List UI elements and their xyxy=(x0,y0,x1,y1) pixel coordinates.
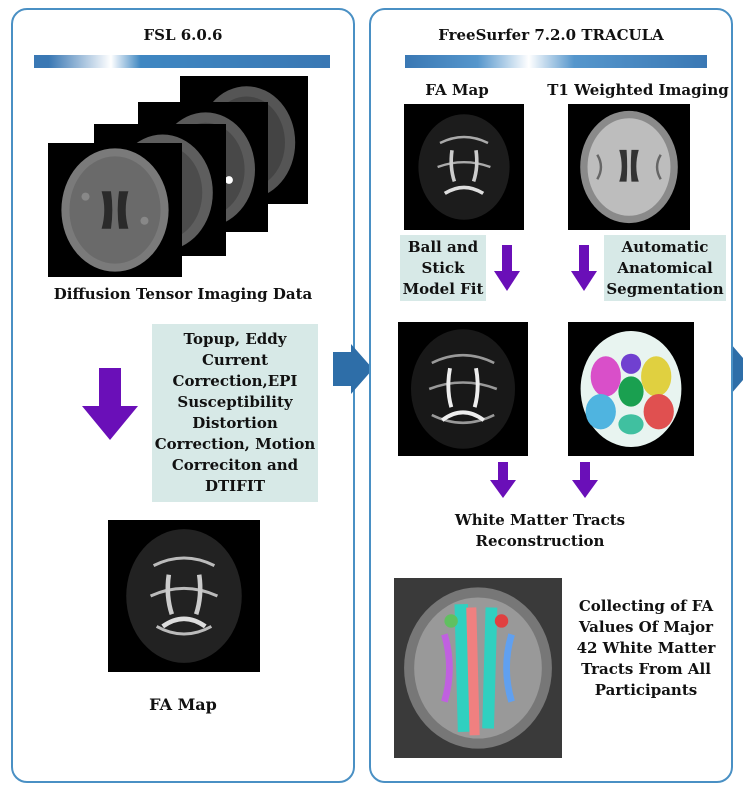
collect-line: Values Of Major xyxy=(578,618,714,636)
ball-stick-box: Ball and Stick Model Fit xyxy=(400,235,486,301)
tracts-line: White Matter Tracts xyxy=(454,511,626,529)
down-arrow-icon xyxy=(571,245,597,291)
ball-stick-line: Ball and xyxy=(407,237,479,256)
down-arrow-icon xyxy=(490,462,516,498)
collect-line: Collecting of FA xyxy=(578,597,714,615)
preprocess-line: Topup, Eddy xyxy=(183,330,287,348)
preprocess-line: Current xyxy=(201,351,269,369)
fsl-fa-map-image xyxy=(108,520,260,672)
freesurfer-title-bar xyxy=(405,55,707,68)
t1-label: T1 Weighted Imaging xyxy=(547,81,729,99)
tensor-fit-image xyxy=(398,322,528,456)
ball-stick-line: Stick xyxy=(421,258,465,277)
segmentation-box: Automatic Anatomical Segmentation xyxy=(604,235,726,301)
preprocess-line: Susceptibility xyxy=(177,393,293,411)
freesurfer-title: FreeSurfer 7.2.0 TRACULA xyxy=(438,26,664,44)
preprocess-line: Correciton and xyxy=(171,456,299,474)
segmentation-image xyxy=(568,322,694,456)
preprocess-line: Distortion xyxy=(192,414,278,432)
down-arrow-icon xyxy=(572,462,598,498)
fsl-preprocessing-box: Topup, Eddy Current Correction,EPI Susce… xyxy=(152,324,318,502)
connector-arrow-icon xyxy=(333,344,373,394)
down-arrow-icon xyxy=(82,368,138,440)
dti-slice-1 xyxy=(48,143,182,277)
freesurfer-fa-map-image xyxy=(404,104,524,230)
collect-line: Participants xyxy=(594,681,698,699)
segmentation-line: Automatic xyxy=(621,237,709,256)
fsl-title-bar xyxy=(34,55,330,68)
tracts-image xyxy=(394,578,562,758)
preprocess-line: DTIFIT xyxy=(204,477,265,495)
tracts-line: Reconstruction xyxy=(475,532,605,550)
segmentation-line: Anatomical xyxy=(617,258,713,277)
collect-fa-label: Collecting of FA Values Of Major 42 Whit… xyxy=(566,596,726,701)
fsl-title: FSL 6.0.6 xyxy=(143,26,223,44)
fsl-fa-label: FA Map xyxy=(149,695,217,714)
t1-weighted-image xyxy=(568,104,690,230)
tracts-reconstruction-label: White Matter Tracts Reconstruction xyxy=(420,510,660,552)
segmentation-line: Segmentation xyxy=(606,279,724,298)
collect-line: 42 White Matter xyxy=(576,639,716,657)
ball-stick-line: Model Fit xyxy=(402,279,484,298)
collect-line: Tracts From All xyxy=(581,660,711,678)
preprocess-line: Correction, Motion xyxy=(154,435,316,453)
fa-map-label: FA Map xyxy=(425,81,489,99)
dti-data-label: Diffusion Tensor Imaging Data xyxy=(53,285,313,303)
down-arrow-icon xyxy=(494,245,520,291)
preprocess-line: Correction,EPI xyxy=(172,372,298,390)
